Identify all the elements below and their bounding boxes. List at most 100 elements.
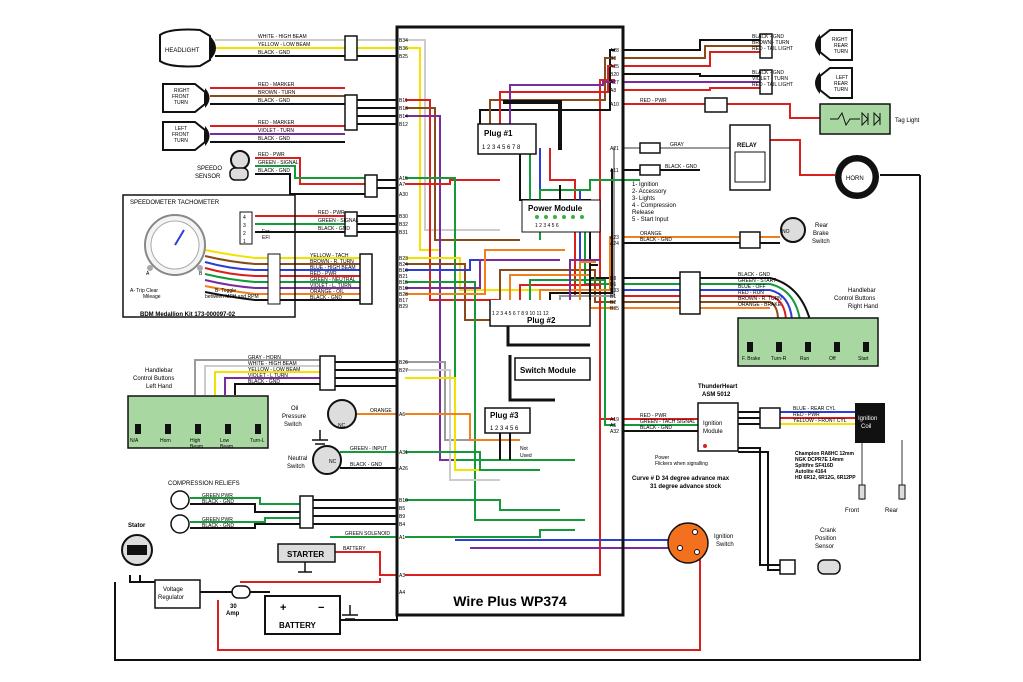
pin-label: B26 [399, 360, 408, 366]
pin-label: B6 [610, 282, 616, 288]
handlebar-button [225, 424, 231, 434]
pin-label: A7 [399, 182, 405, 188]
handlebar-button [195, 424, 201, 434]
svg-text:−: − [318, 602, 324, 614]
power-legend-item: 2- Accessory [632, 189, 666, 195]
wire-label: YELLOW - TACH [310, 253, 349, 259]
wire-label: RED - TAIL LIGHT [752, 46, 793, 52]
battery [264, 595, 341, 635]
handlebar-button [776, 342, 782, 352]
handlebar-button-label: Horn [160, 438, 171, 444]
wire-label: RED - PWR [640, 413, 667, 419]
pin-label: A1 [399, 535, 405, 541]
pin-label: B14 [399, 114, 408, 120]
wire-label: BLUE - HIGH BEAM [310, 265, 356, 271]
pin-label: B20 [610, 72, 619, 78]
wire-label: BLACK - GND [258, 98, 290, 104]
pin-label: A27 [610, 80, 619, 86]
wire-label: RED - MARKER [258, 120, 295, 126]
wire-label: GREEN - SIGNAL [258, 160, 299, 166]
handlebar-button-label: N/A [130, 438, 139, 444]
wire-label: BATTERY [343, 546, 366, 552]
wp374-title: Wire Plus WP374 [453, 593, 567, 609]
handlebar-button-label: Off [829, 356, 836, 362]
pin-label: B28 [399, 292, 408, 298]
starter [277, 543, 336, 563]
handlebar-button [747, 342, 753, 352]
pin-label: A10 [610, 102, 619, 108]
wire-label: BLACK - GND [350, 462, 382, 468]
pin-label: B1 [610, 294, 616, 300]
plug3 [484, 407, 531, 434]
pin-label: A23 [610, 235, 619, 241]
wire-label: ORANGE [370, 408, 392, 414]
wire-label: RED - PWR [640, 98, 667, 104]
wire-label: ORANGE [640, 231, 662, 237]
pin-label: A6 [399, 412, 405, 418]
wire-label: GREEN SOLENOID [345, 531, 390, 537]
pin-label: B12 [399, 122, 408, 128]
horn-label: HORN [846, 176, 864, 182]
ignition-coil [855, 403, 885, 443]
spark-plug-note: Autolite 4164 [795, 469, 826, 475]
plug3-label: Plug #3 [490, 411, 519, 420]
pin-label: B9 [399, 514, 405, 520]
headlight-label: HEADLIGHT [165, 48, 200, 54]
pin-label: A28 [610, 48, 619, 54]
wire-label: GREEN - TACH SIGNAL [640, 419, 695, 425]
pin-label: B2 [610, 300, 616, 306]
wp374-box [395, 25, 625, 617]
wire-label: RED - TAIL LIGHT [752, 82, 793, 88]
plug2-pins: 1 2 3 4 5 6 7 8 9 10 11 12 [492, 311, 549, 317]
pin-label: B29 [399, 304, 408, 310]
pin-label: A21 [610, 146, 619, 152]
power-module [521, 199, 601, 233]
spark-plug-note: Splitfire SF416D [795, 463, 834, 469]
wire-label: BLACK - GND [258, 50, 290, 56]
pin-label: B13 [399, 106, 408, 112]
wire-label: BLACK - GND [752, 34, 784, 40]
handlebar-button [863, 342, 869, 352]
relay-label: RELAY [737, 143, 757, 149]
speedometer-panel [122, 194, 296, 318]
pin-label: A31 [399, 450, 408, 456]
wire-label: BLACK - GND [258, 168, 290, 174]
pin-label: A11 [610, 168, 619, 174]
compression-reliefs-label: COMPRESSION RELIEFS [168, 481, 240, 487]
wire-label: BLACK - GND [640, 237, 672, 243]
wire-label: RED - MARKER [258, 82, 295, 88]
wire-label: GREEN - NEUTRAL [310, 277, 356, 283]
plug1 [477, 123, 537, 155]
wire-label: YELLOW - LOW BEAM [248, 367, 300, 373]
wire-label: ORANGE - BRAKE [738, 302, 782, 308]
crank-position-sensor [817, 559, 841, 575]
svg-text:B: B [199, 271, 203, 277]
wire-label: BROWN - TURN [752, 40, 790, 46]
wire-label: VIOLET - L. TURN [310, 283, 352, 289]
compression-relief-1 [170, 490, 190, 510]
power-legend-item: Release [632, 210, 655, 216]
wire-label: RED - PWR [258, 152, 285, 158]
pin-label: B25 [399, 54, 408, 60]
pin-label: B17 [399, 298, 408, 304]
wire-label: RED - PWR [793, 412, 820, 418]
wire-label: GREEN - START [738, 278, 776, 284]
pin-label: A25 [610, 64, 619, 70]
handlebar-button-label: Beam [190, 444, 203, 450]
